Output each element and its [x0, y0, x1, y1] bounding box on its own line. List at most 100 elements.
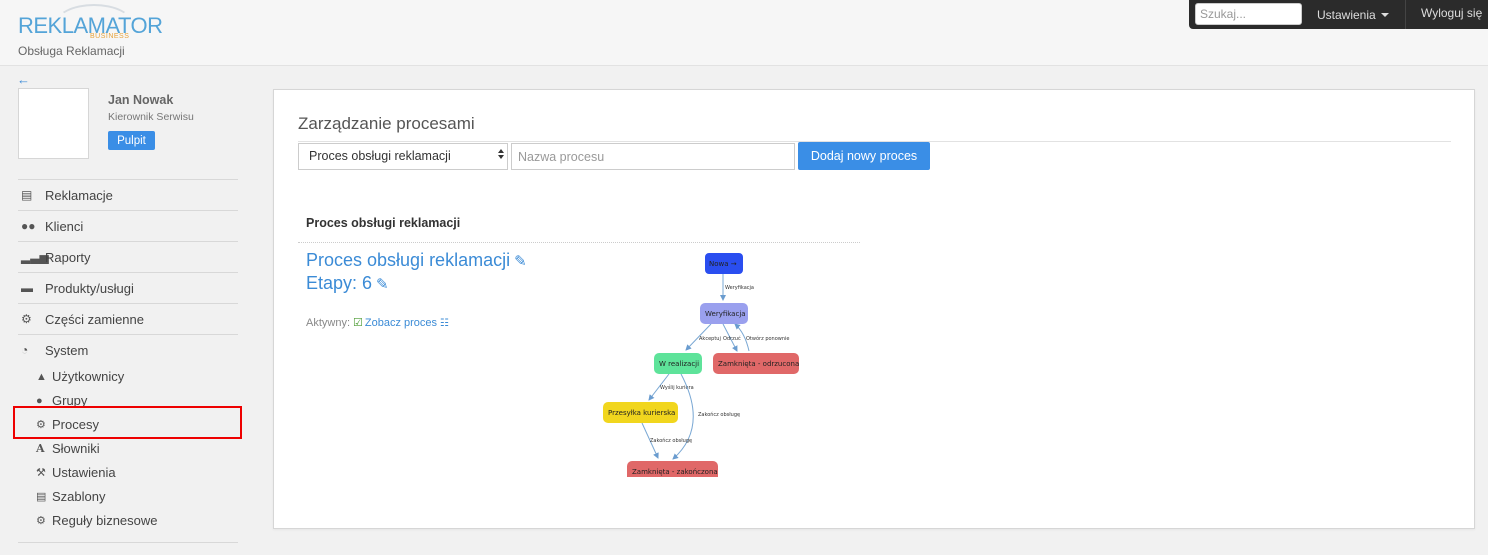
- cog-icon: ⚙: [21, 312, 32, 326]
- process-name-input[interactable]: [511, 143, 795, 170]
- add-process-button[interactable]: Dodaj nowy proces: [798, 142, 930, 170]
- node-realizacja: [654, 353, 702, 374]
- pulpit-button[interactable]: Pulpit: [108, 131, 155, 150]
- node-label: Przesyłka kurierska: [608, 409, 675, 417]
- edge-wyslij: [648, 373, 670, 401]
- node-odrzucona: [713, 353, 799, 374]
- process-stages: Etapy: 6: [306, 273, 373, 293]
- edge-akceptuj: [685, 323, 712, 351]
- sidebar-item-label: System: [45, 342, 89, 358]
- sidebar-subitem-uzytkownicy[interactable]: ▲ Użytkownicy: [36, 369, 124, 384]
- sidebar-item-klienci[interactable]: ●● Klienci: [18, 210, 238, 241]
- sidebar-item-label: Klienci: [45, 218, 84, 234]
- avatar: [18, 88, 89, 159]
- edge-label: Wyślij kuriera: [660, 384, 694, 391]
- font-icon: A: [36, 442, 45, 455]
- user-role: Kierownik Serwisu: [108, 111, 194, 123]
- sidebar-item-produkty[interactable]: ▬ Produkty/usługi: [18, 272, 238, 303]
- edge-label: Odrzuć: [723, 335, 741, 342]
- edit-icon[interactable]: ✎: [376, 276, 389, 293]
- user-name: Jan Nowak: [108, 93, 174, 107]
- logo[interactable]: REKLAMATOR: [18, 13, 163, 38]
- edge-label: Weryfikacja: [725, 285, 754, 291]
- sort-up-icon: [498, 149, 504, 153]
- process-select[interactable]: Proces obsługi reklamacji: [298, 143, 508, 170]
- logo-swoosh: [55, 4, 133, 44]
- edit-icon[interactable]: ✎: [514, 253, 527, 270]
- users-icon: ●●: [21, 219, 36, 233]
- sidebar-divider: [18, 542, 238, 543]
- sidebar-subitem-reguly[interactable]: ⚙ Reguły biznesowe: [36, 513, 158, 528]
- sidebar-subitem-label: Ustawienia: [52, 465, 116, 480]
- sidebar-item-label: Raporty: [45, 249, 91, 265]
- node-label: Zamknięta - zakończona: [632, 468, 718, 476]
- sitemap-icon[interactable]: ☷: [440, 318, 450, 329]
- sidebar-item-system[interactable]: ◔ System: [18, 334, 238, 365]
- sidebar-subitem-szablony[interactable]: ▤ Szablony: [36, 489, 105, 504]
- process-name-link[interactable]: Proces obsługi reklamacji✎: [306, 250, 527, 271]
- process-select-value: Proces obsługi reklamacji: [309, 149, 451, 163]
- process-diagram: Weryfikacja Akceptuj Odrzuć Otwórz ponow…: [603, 253, 799, 477]
- arrow-left-icon[interactable]: ←: [17, 72, 30, 87]
- section-title: Proces obsługi reklamacji: [306, 216, 461, 230]
- file-icon: ▤: [36, 491, 47, 503]
- process-status: Aktywny:☑Zobacz proces☷: [306, 316, 449, 329]
- sidebar-item-raporty[interactable]: ▂▃▅ Raporty: [18, 241, 238, 272]
- process-name: Proces obsługi reklamacji: [306, 250, 511, 270]
- logout-link[interactable]: Wyloguj się: [1421, 6, 1483, 20]
- top-navbar: Ustawienia Wyloguj się: [1189, 0, 1488, 29]
- sidebar-subitem-label: Słowniki: [52, 441, 100, 456]
- sidebar-item-label: Reklamacje: [45, 187, 113, 203]
- sidebar-subitem-label: Użytkownicy: [52, 369, 125, 384]
- edge-zakoncz-1: [672, 373, 694, 460]
- sidebar-subitem-label: Grupy: [52, 393, 88, 408]
- edge-otworz: [734, 323, 750, 352]
- group-icon: ●: [36, 394, 43, 407]
- app-subtitle: Obsługa Reklamacji: [18, 44, 125, 58]
- selection-highlight: [13, 406, 242, 439]
- edge-label: Otwórz ponownie: [746, 335, 790, 342]
- section-divider: [298, 242, 860, 243]
- node-przesylka: [603, 402, 678, 423]
- logo-sub: BUSINESS: [90, 33, 130, 40]
- settings-dropdown[interactable]: Ustawienia: [1317, 8, 1389, 22]
- sort-down-icon: [498, 155, 504, 159]
- sidebar-subitem-procesy[interactable]: ⚙ Procesy: [36, 417, 99, 432]
- sidebar-item-reklamacje[interactable]: ▤ Reklamacje: [18, 179, 238, 210]
- title-divider: [298, 141, 1451, 142]
- cogs-icon: ⚙: [36, 419, 46, 431]
- node-label: Weryfikacja: [705, 310, 746, 318]
- folder-open-icon: ▬: [21, 281, 33, 295]
- sidebar-subitem-label: Reguły biznesowe: [52, 513, 158, 528]
- settings-label: Ustawienia: [1317, 8, 1376, 22]
- sidebar-item-label: Produkty/usługi: [45, 280, 134, 296]
- node-nowa: [705, 253, 743, 274]
- node-label: Zamknięta - odrzucona: [718, 360, 799, 368]
- process-stages-link[interactable]: Etapy: 6✎: [306, 273, 389, 294]
- sidebar-item-label: Części zamienne: [45, 311, 144, 327]
- page-title: Zarządzanie procesami: [298, 114, 475, 133]
- caret-down-icon: [1380, 13, 1389, 17]
- wrench-icon: ⚒: [36, 467, 46, 479]
- sidebar-subitem-label: Szablony: [52, 489, 106, 504]
- edge-label: Zakończ obsługę: [698, 411, 740, 418]
- edge-label: Zakończ obsługę: [650, 437, 692, 444]
- node-label: W realizacji: [659, 360, 699, 368]
- sidebar-subitem-slowniki[interactable]: A Słowniki: [36, 441, 100, 456]
- main-panel: Zarządzanie procesami Proces obsługi rek…: [273, 89, 1475, 529]
- sidebar-subitem-label: Procesy: [52, 417, 99, 432]
- nav-divider: [1405, 0, 1406, 29]
- dashboard-icon: ◔: [21, 343, 29, 357]
- edge-odrzuc: [722, 323, 738, 352]
- edge-zakoncz-2: [641, 422, 659, 459]
- cog-icon: ⚙: [36, 515, 46, 527]
- node-zakonczona: [627, 461, 718, 477]
- active-label: Aktywny:: [306, 317, 351, 329]
- check-icon: ☑: [353, 317, 363, 329]
- search-input[interactable]: [1195, 3, 1302, 25]
- sidebar-item-czesci[interactable]: ⚙ Części zamienne: [18, 303, 238, 334]
- signal-icon: ▂▃▅: [21, 250, 49, 264]
- view-process-link[interactable]: Zobacz proces: [364, 317, 438, 329]
- sidebar-subitem-ustawienia[interactable]: ⚒ Ustawienia: [36, 465, 116, 480]
- sidebar-subitem-grupy[interactable]: ● Grupy: [36, 393, 87, 408]
